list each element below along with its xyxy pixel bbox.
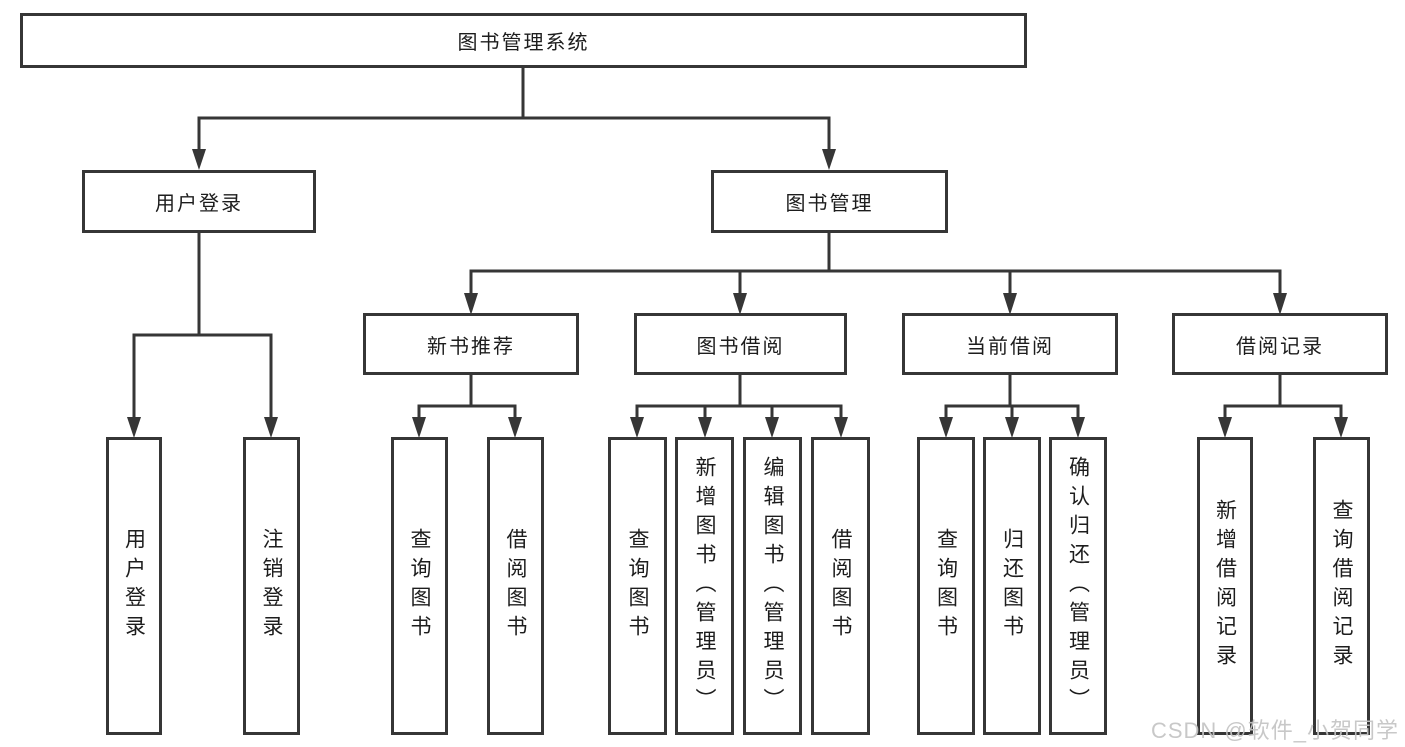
drops-level2 — [197, 116, 831, 153]
node-borrow-books-recommend: 借阅图书 — [487, 437, 544, 735]
bus-borrow-records — [1223, 373, 1343, 408]
node-query-books-current: 查询图书 — [917, 437, 975, 735]
drops-user-login — [132, 333, 273, 421]
node-add-borrow-record: 新增借阅记录 — [1197, 437, 1253, 735]
node-query-books-recommend: 查询图书 — [391, 437, 448, 735]
bus-current-borrow — [944, 373, 1080, 408]
bus-new-book — [417, 373, 517, 408]
node-logout-action: 注销登录 — [243, 437, 300, 735]
bus-book-borrow — [635, 373, 843, 408]
node-return-books: 归还图书 — [983, 437, 1041, 735]
node-confirm-return-admin: 确认归还（管理员） — [1049, 437, 1107, 735]
node-query-books-borrow: 查询图书 — [608, 437, 667, 735]
arrowheads — [127, 149, 1348, 438]
drops-level3 — [469, 269, 1282, 297]
node-edit-book-admin: 编辑图书（管理员） — [743, 437, 802, 735]
node-add-book-admin: 新增图书（管理员） — [675, 437, 734, 735]
node-current-borrow: 当前借阅 — [902, 313, 1118, 375]
bus-root — [197, 66, 831, 120]
watermark: CSDN @软件_小贺同学 — [1150, 718, 1399, 743]
node-library-system: 图书管理系统 — [20, 13, 1027, 68]
node-user-login: 用户登录 — [82, 170, 316, 233]
node-borrow-records: 借阅记录 — [1172, 313, 1388, 375]
drops-new-book — [417, 404, 517, 421]
node-book-borrow: 图书借阅 — [634, 313, 847, 375]
node-query-borrow-record: 查询借阅记录 — [1313, 437, 1370, 735]
node-new-book-recommend: 新书推荐 — [363, 313, 579, 375]
bus-book-management — [469, 231, 1282, 273]
bus-user-login — [132, 231, 273, 337]
node-borrow-books-action: 借阅图书 — [811, 437, 870, 735]
node-book-management: 图书管理 — [711, 170, 948, 233]
drops-book-borrow — [635, 404, 843, 421]
drops-current-borrow — [944, 404, 1080, 421]
drops-borrow-records — [1223, 404, 1343, 421]
node-user-login-action: 用户登录 — [106, 437, 162, 735]
